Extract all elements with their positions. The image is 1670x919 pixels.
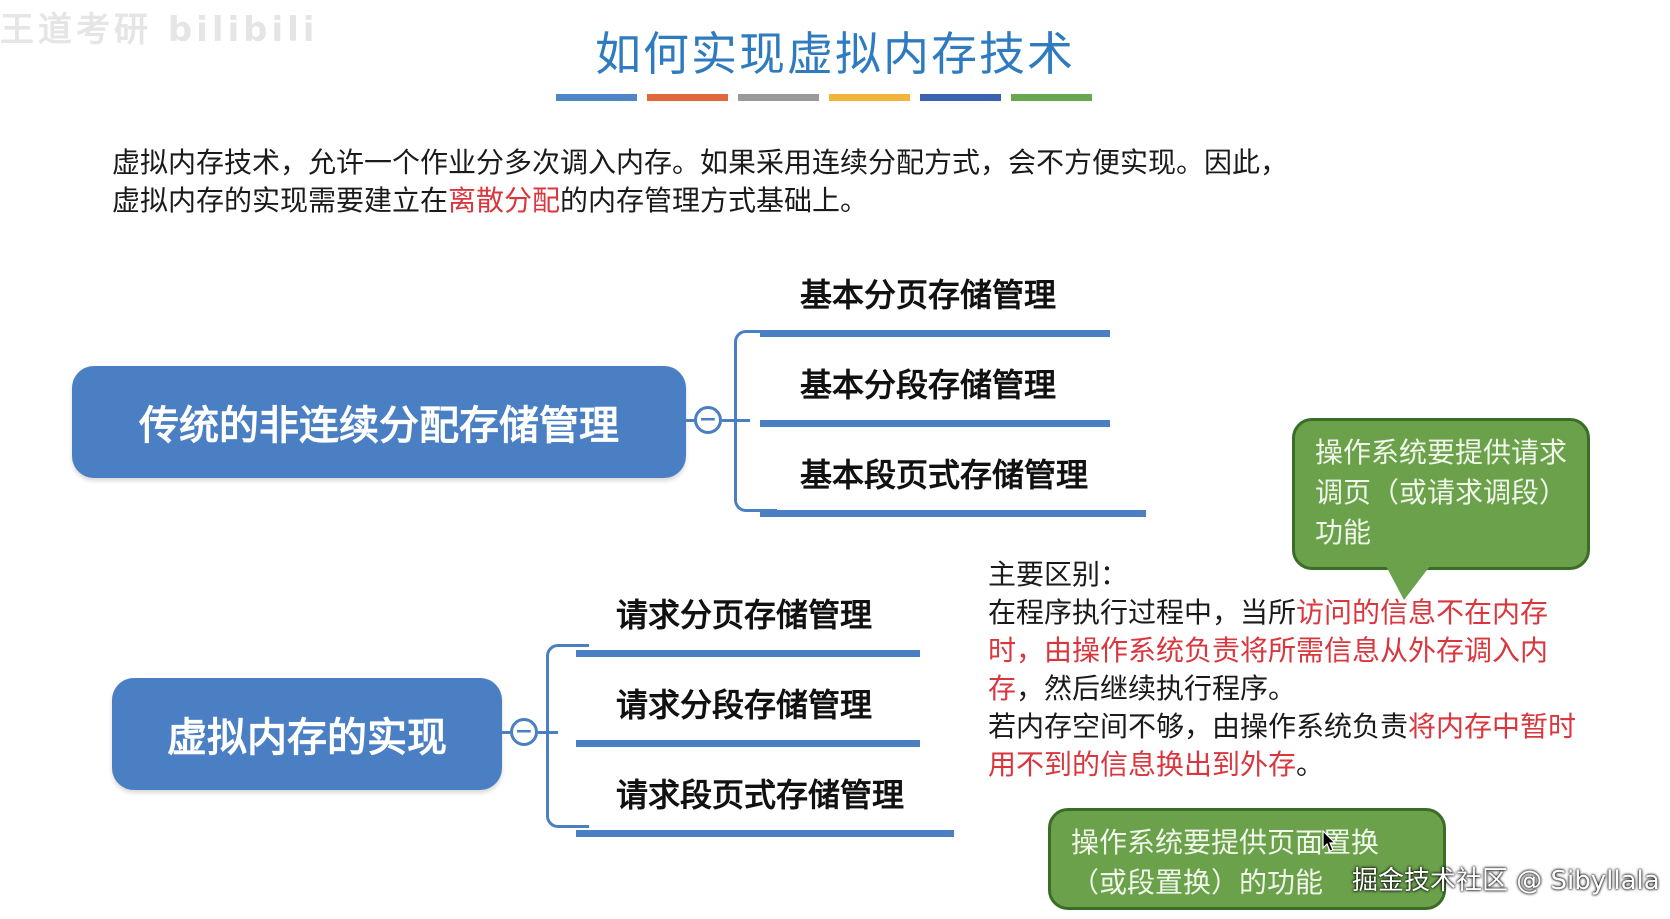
title-bar [829,94,910,101]
tree1-child-1[interactable]: 基本分页存储管理 [760,270,1110,337]
watermark-bottom-right: 掘金技术社区 @ Sibyllala [1352,866,1660,896]
tree2-collapse-icon[interactable]: − [510,718,538,746]
tree1-root-node[interactable]: 传统的非连续分配存储管理 [72,366,686,478]
intro-text-3: 的内存管理方式基础上。 [560,184,869,217]
note-text: ，然后继续执行程序。 [1016,672,1297,705]
note-highlight: 访问的信息不在内存时，由操作系统负责将所需信息从外存调入内存 [988,596,1549,705]
intro-text-1: 虚拟内存技术，允许一个作业分多次调入内存。如果采用连续分配方式，会不方便实现。因… [112,146,1289,179]
note-text: 若内存空间不够，由操作系统负责 [988,710,1409,743]
title-bar [738,94,819,101]
intro-text-2: 虚拟内存的实现需要建立在 [112,184,449,217]
title-underline-bars [556,94,1092,101]
title-bar [920,94,1001,101]
note-heading: 主要区别： [988,558,1129,591]
mouse-cursor-icon [1322,830,1336,852]
note-text: 在程序执行过程中，当所 [988,596,1297,629]
title-bar [647,94,728,101]
tree2-child-2[interactable]: 请求分段存储管理 [576,680,920,747]
tree2-bracket [546,644,589,828]
difference-note: 主要区别： 在程序执行过程中，当所访问的信息不在内存时，由操作系统负责将所需信息… [988,556,1598,784]
title-bar [1011,94,1092,101]
callout-tail [1386,566,1430,600]
note-highlight: 将内存中暂时用不到的信息换出到外存 [988,710,1577,781]
intro-paragraph: 虚拟内存技术，允许一个作业分多次调入内存。如果采用连续分配方式，会不方便实现。因… [112,144,1562,220]
note-paragraph-1: 在程序执行过程中，当所访问的信息不在内存时，由操作系统负责将所需信息从外存调入内… [988,594,1598,708]
title-bar [556,94,637,101]
tree2-connector [502,731,510,734]
watermark-top-left: 王道考研 bilibili [0,10,319,50]
tree2-child-3[interactable]: 请求段页式存储管理 [576,770,954,837]
note-text: 。 [1296,748,1325,781]
tree1-collapse-icon[interactable]: − [694,406,722,434]
tree1-child-3[interactable]: 基本段页式存储管理 [760,450,1146,517]
tree2-root-node[interactable]: 虚拟内存的实现 [112,678,502,790]
tree1-connector [686,419,694,422]
slide-title: 如何实现虚拟内存技术 [595,27,1075,81]
intro-highlight: 离散分配 [448,184,561,217]
note-paragraph-2: 若内存空间不够，由操作系统负责将内存中暂时用不到的信息换出到外存。 [988,708,1598,784]
callout-page-request: 操作系统要提供请求调页（或请求调段）功能 [1292,418,1590,570]
tree1-bracket [734,330,777,512]
tree1-child-2[interactable]: 基本分段存储管理 [760,360,1110,427]
tree2-child-1[interactable]: 请求分页存储管理 [576,590,920,657]
